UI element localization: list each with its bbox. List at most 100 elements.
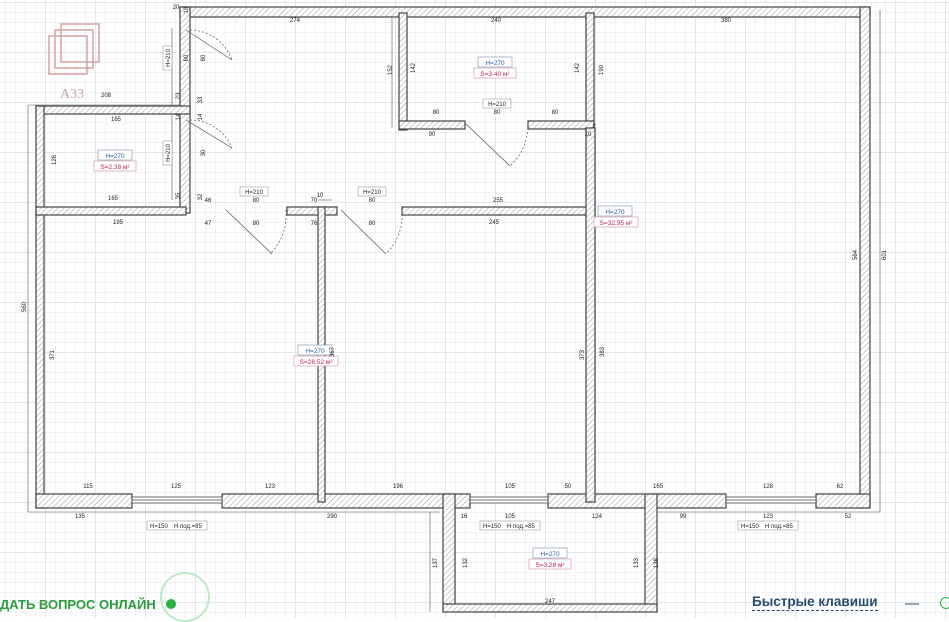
dimension-label: 80 [552, 110, 559, 116]
dimension-label: 33 [198, 96, 204, 103]
dimension-label: 90 [429, 132, 436, 138]
dimension-label: 152 [388, 64, 394, 75]
dimension-label: 165 [108, 196, 119, 202]
ask-online-label[interactable]: ДАТЬ ВОПРОС ОНЛАЙН [0, 596, 156, 612]
window-height-label: H=150 [483, 524, 502, 530]
window-sill-label: H под.=85 [507, 524, 535, 530]
dimension-label: 133 [634, 557, 640, 568]
dimension-label: 208 [101, 93, 112, 99]
door-swings [185, 29, 529, 255]
dimension-label: 196 [393, 484, 404, 490]
window-sill-label: H под.=85 [765, 524, 793, 530]
ask-online-bar[interactable]: ДАТЬ ВОПРОС ОНЛАЙН [0, 592, 176, 616]
door-tags: H=210 H=210 H=210 H=210 H=210 [162, 45, 512, 197]
room-tag-center[interactable]: H=270 S=28.52 м² [293, 344, 339, 367]
dimension-label: 2 [592, 124, 596, 130]
hotkeys-button[interactable]: Быстрые клавиши [752, 594, 878, 611]
dimension-label: 383 [600, 346, 606, 357]
room-height-label: H=270 [605, 209, 625, 216]
dimension-label: 80 [494, 110, 501, 116]
dimension-label: 138 [654, 557, 660, 568]
dimension-label: 80 [253, 198, 260, 204]
dimension-label: 30 [201, 149, 207, 156]
dimension-label: 123 [763, 514, 774, 520]
dimension-label: 245 [489, 220, 500, 226]
door-label: H=210 [245, 190, 264, 196]
room-height-label: H=270 [105, 153, 125, 160]
minimize-icon[interactable] [905, 603, 919, 605]
dimension-label: 123 [265, 484, 276, 490]
dimension-label: 601 [882, 249, 888, 260]
dimension-label: 255 [493, 198, 504, 204]
dimension-label: 125 [171, 484, 182, 490]
dimension-label: 46 [205, 198, 212, 204]
room-tag-small-top[interactable]: H=270 S=3.40 м² [473, 56, 517, 79]
room-height-label: H=270 [485, 60, 505, 67]
room-area-label: S=32.95 м² [600, 220, 634, 227]
window-height-label: H=150 [150, 524, 169, 530]
dimension-label: 142 [575, 62, 581, 73]
window-tags: H=150 H под.=85 H=150 H под.=85 H=150 H … [146, 520, 799, 531]
dimension-label: 80 [253, 221, 260, 227]
dimension-label: 195 [113, 220, 124, 226]
dimension-label: 23 [176, 92, 182, 99]
dimension-label: 14 [176, 113, 182, 120]
room-area-label: S=3.28 м² [535, 562, 565, 569]
room-tag-balcony[interactable]: H=270 S=3.28 м² [528, 547, 572, 570]
dimension-label: 137 [433, 557, 439, 568]
dimension-label: 124 [592, 514, 603, 520]
window-sill-label: H под.=85 [174, 524, 202, 530]
online-status-icon [165, 599, 176, 609]
dimension-label: 371 [50, 349, 56, 360]
door-label: H=210 [488, 102, 507, 108]
dimension-label: 18 [184, 6, 190, 13]
dimension-label: 132 [463, 557, 469, 568]
dimension-label: 80 [201, 54, 207, 61]
room-height-label: H=270 [305, 348, 325, 355]
dimension-label: 60 [184, 54, 190, 61]
windows-graphics [131, 496, 817, 504]
dimension-label: 52 [845, 514, 852, 520]
dimension-label: 105 [505, 484, 516, 490]
dimension-label: 10 [585, 132, 592, 138]
dimension-label: 190 [599, 64, 605, 75]
dimension-label: 115 [83, 484, 93, 490]
dimension-label: 105 [505, 514, 516, 520]
dimension-label: 76 [311, 221, 318, 227]
dimension-label: 367 [330, 346, 336, 357]
dimension-label: 165 [653, 484, 664, 490]
dimension-label: 80 [369, 221, 376, 227]
room-tag-bathroom[interactable]: H=270 S=2.38 м² [93, 149, 137, 172]
dimension-label: 560 [22, 301, 28, 312]
dimension-label: 80 [369, 198, 376, 204]
room-tag-large-right[interactable]: H=270 S=32.95 м² [593, 205, 639, 228]
dimension-label: 70 [311, 198, 318, 204]
dimension-label: 247 [545, 599, 556, 605]
dimension-label: 128 [763, 484, 774, 490]
dimension-label: 564 [853, 249, 859, 260]
dimension-label: 380 [721, 18, 732, 24]
dimension-label: 62 [837, 484, 844, 490]
dimension-label: 240 [491, 18, 502, 24]
window-height-label: H=150 [741, 524, 760, 530]
chat-edge-icon[interactable] [940, 597, 949, 609]
dimension-label: 99 [680, 514, 687, 520]
dimension-label: 274 [290, 18, 301, 24]
dimension-label: 16 [461, 514, 468, 520]
logo-text: A33 [60, 87, 84, 102]
dimension-label: 290 [327, 514, 338, 520]
dimension-label: 80 [433, 110, 440, 116]
dimension-label: 47 [205, 221, 212, 227]
room-area-label: S=3.40 м² [480, 71, 510, 78]
dimension-label: 35 [176, 192, 182, 199]
logo: A33 [48, 23, 100, 102]
door-label: H=210 [166, 48, 172, 67]
dimension-label: 32 [198, 193, 204, 200]
door-label: H=210 [166, 143, 172, 162]
dimension-label: 50 [565, 484, 572, 490]
dimension-label: 10 [317, 193, 324, 199]
dimension-label: 373 [580, 349, 586, 360]
